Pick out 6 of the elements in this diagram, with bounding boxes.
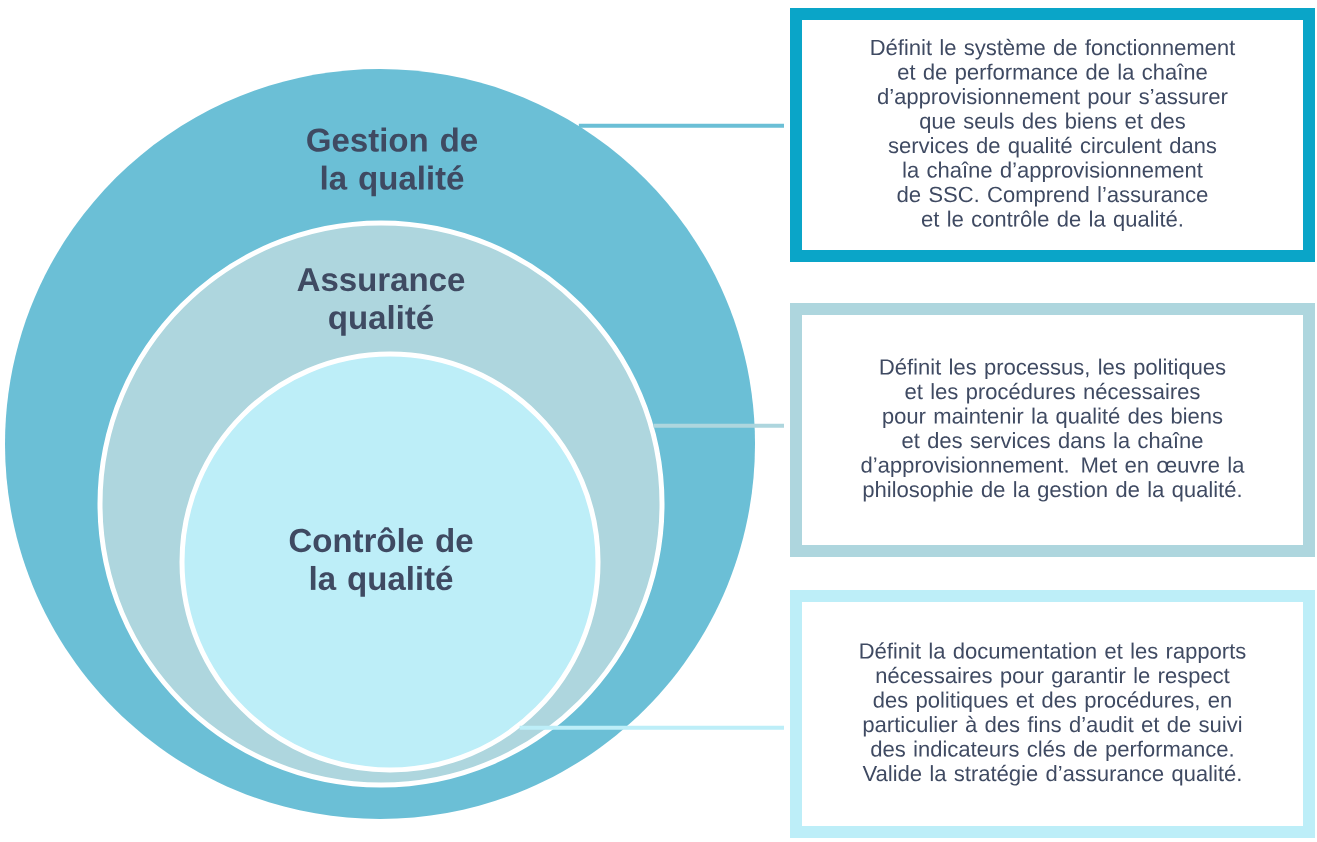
description-box: Définit les processus, les politiques et les procédures nécessaires pour maintenir la qualité des biens et des services dans la chaîne d’approvisionnement. Met en œuvre la philosophie de la gestion de la qualité. (790, 303, 1315, 557)
leader-line (653, 423, 784, 428)
description-box: Définit le système de fonctionnement et de performance de la chaîne d’approvisionnement pour s’assurer que seuls des biens et des services de qualité circulent dans la chaîne d’approvisionnement de SSC. Comprend l’assurance et le contrôle de la qualité. (790, 8, 1315, 262)
description-box: Définit la documentation et les rapports nécessaires pour garantir le respect des politiques et des procédures, en particulier à des fins d’audit et de suivi des indicateurs clés de performance. Valide la stratégie d’assurance qualité. (790, 590, 1315, 838)
leader-line (578, 123, 784, 128)
circle-region: Contrôle de la qualité (179, 351, 601, 773)
